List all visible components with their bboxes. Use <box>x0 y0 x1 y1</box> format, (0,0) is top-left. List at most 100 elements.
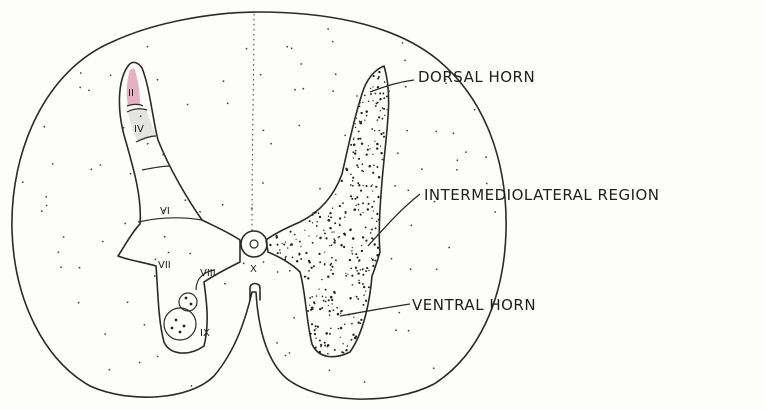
white-matter-dot <box>298 125 300 127</box>
white-matter-dot <box>435 131 437 133</box>
white-matter-dot <box>147 143 149 145</box>
lamina-ii-label: II <box>128 88 134 99</box>
stipple-dot <box>319 216 321 218</box>
stipple-dot <box>361 170 363 172</box>
white-matter-dot <box>127 301 129 303</box>
stipple-dot <box>367 208 369 210</box>
stipple-dot <box>328 305 329 306</box>
stipple-dot <box>344 323 346 325</box>
stipple-dot <box>332 207 333 208</box>
stipple-dot <box>362 268 364 270</box>
stipple-dot <box>311 296 313 298</box>
white-matter-dot <box>402 42 404 44</box>
stipple-dot <box>350 268 352 270</box>
stipple-dot <box>349 297 351 299</box>
stipple-dot <box>352 253 354 255</box>
stipple-dot <box>320 344 322 346</box>
white-matter-dot <box>246 48 248 50</box>
white-matter-dot <box>289 352 291 354</box>
stipple-dot <box>335 259 337 261</box>
white-matter-dot <box>144 324 146 326</box>
stipple-dot <box>380 133 382 135</box>
stipple-dot <box>368 203 370 205</box>
white-matter-dot <box>185 199 187 201</box>
stipple-dot <box>300 246 301 247</box>
white-matter-dot <box>335 73 337 75</box>
stipple-dot <box>329 314 331 316</box>
stipple-dot <box>358 130 360 132</box>
white-matter-dot <box>63 236 65 238</box>
stipple-dot <box>313 265 315 267</box>
white-matter-dot <box>227 103 229 105</box>
white-matter-dot <box>224 283 226 285</box>
stipple-dot <box>344 216 345 217</box>
stipple-dot <box>290 231 292 233</box>
white-matter-dot <box>155 258 157 260</box>
stipple-dot <box>383 132 385 134</box>
lamina-ix-dot <box>171 327 174 330</box>
stipple-dot <box>373 210 374 211</box>
stipple-dot <box>368 101 369 102</box>
white-matter-dot <box>293 317 295 319</box>
stipple-dot <box>325 332 328 335</box>
white-matter-dot <box>397 152 399 154</box>
stipple-dot <box>309 220 311 222</box>
white-matter-dot <box>154 275 156 277</box>
white-matter-dot <box>222 204 224 206</box>
stipple-dot <box>373 165 375 167</box>
stipple-dot <box>340 244 343 247</box>
stipple-dot <box>329 212 331 214</box>
stipple-dot <box>296 239 297 240</box>
stipple-dot <box>352 284 354 286</box>
white-matter-dot <box>289 270 291 272</box>
stipple-dot <box>376 221 378 223</box>
stipple-dot <box>314 329 316 331</box>
stipple-dot <box>269 244 271 246</box>
stipple-dot <box>331 231 332 232</box>
white-matter-dot <box>73 374 75 376</box>
stipple-dot <box>334 240 336 242</box>
lamina-vi-label: VI <box>160 206 170 217</box>
stipple-dot <box>304 276 306 278</box>
stipple-dot <box>343 352 345 354</box>
white-matter-dot <box>276 342 278 344</box>
stipple-dot <box>345 349 347 351</box>
stipple-dot <box>343 232 346 235</box>
stipple-dot <box>331 244 333 246</box>
white-matter-dot <box>60 266 62 268</box>
stipple-dot <box>357 166 359 168</box>
stipple-dot <box>356 296 358 298</box>
stipple-dot <box>315 347 317 349</box>
white-matter-dot <box>139 362 141 364</box>
stipple-dot <box>353 157 354 158</box>
stipple-dot <box>311 323 313 325</box>
white-matter-dot <box>474 109 476 111</box>
stipple-dot <box>317 326 319 328</box>
stipple-dot <box>360 214 362 216</box>
stipple-dot <box>318 253 320 255</box>
stipple-dot <box>372 172 374 174</box>
stipple-dot <box>341 180 343 182</box>
stipple-dot <box>362 283 364 285</box>
lamina-ii-region <box>127 68 140 106</box>
stipple-dot <box>360 322 362 324</box>
stipple-dot <box>339 217 341 219</box>
stipple-dot <box>356 196 358 198</box>
white-matter-dot <box>404 60 406 62</box>
stipple-dot <box>309 304 310 305</box>
stipple-dot <box>319 261 321 263</box>
white-matter-dot <box>79 267 81 269</box>
lamina-vi-boundary-top <box>142 166 170 170</box>
white-matter-dot <box>123 127 125 129</box>
stipple-dot <box>378 219 380 221</box>
stipple-dot <box>376 213 378 215</box>
stipple-dot <box>327 344 330 347</box>
stipple-dot <box>315 337 316 338</box>
lamina-x-label: X <box>250 264 257 275</box>
lamina-ix-dot <box>185 297 188 300</box>
white-matter-dot <box>191 385 193 387</box>
stipple-dot <box>365 185 367 187</box>
stipple-dot <box>372 190 373 191</box>
stipple-dot <box>314 303 315 304</box>
stipple-dot <box>377 247 379 249</box>
